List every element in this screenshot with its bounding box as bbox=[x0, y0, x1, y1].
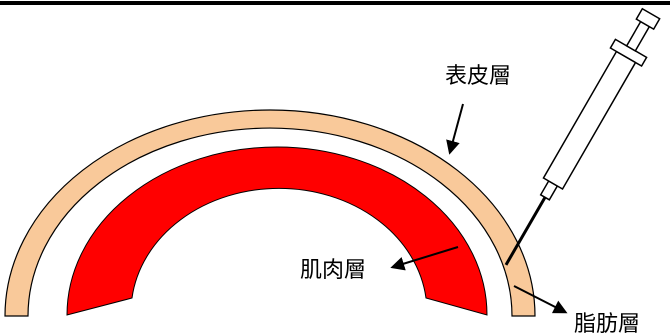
muscle-label: 肌肉層 bbox=[300, 258, 366, 283]
epidermis-arrow bbox=[446, 103, 464, 155]
muscle-layer bbox=[66, 146, 488, 316]
syringe-barrel bbox=[542, 50, 637, 190]
fat-arrow bbox=[513, 285, 568, 314]
syringe bbox=[504, 7, 661, 266]
syringe-needle bbox=[504, 196, 547, 266]
syringe-plunger-thumb bbox=[635, 7, 661, 31]
fat-label: 脂肪層 bbox=[574, 312, 640, 336]
muscle-arrow bbox=[390, 246, 459, 271]
epidermis-layer bbox=[4, 109, 536, 317]
syringe-plunger-rod bbox=[625, 20, 651, 52]
epidermis-label: 表皮層 bbox=[445, 64, 511, 89]
